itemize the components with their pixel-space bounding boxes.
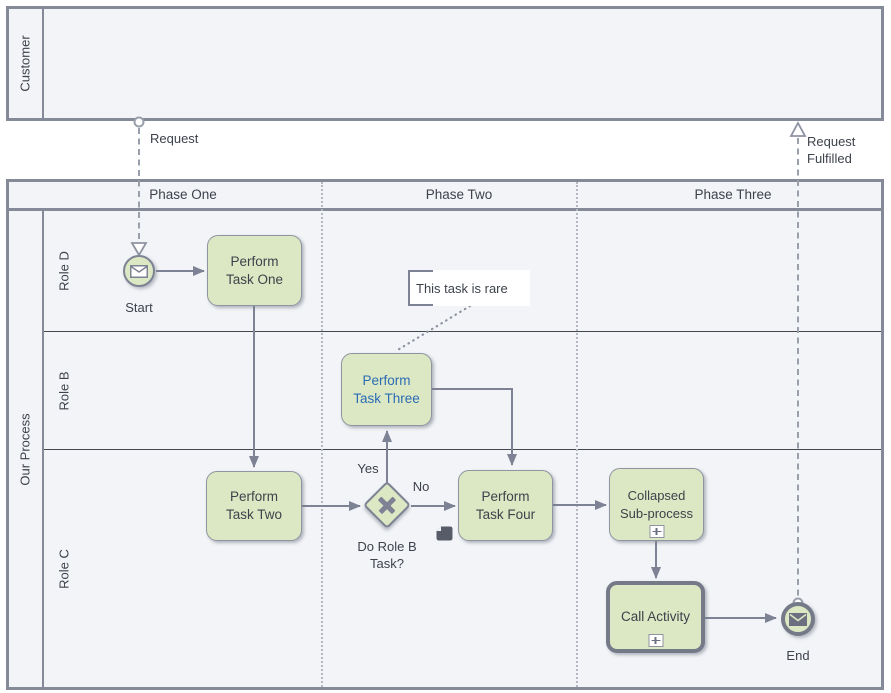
message-flow-request-fulfilled-label: Request Fulfilled bbox=[807, 134, 856, 166]
lane-role-c-label: Role C bbox=[56, 548, 72, 589]
task-perform-task-three-label: Perform Task Three bbox=[353, 372, 420, 406]
task-collapsed-subprocess-label: Collapsed Sub-process bbox=[620, 488, 693, 521]
pool-customer-body[interactable] bbox=[44, 9, 881, 118]
request-fulfilled-open-arrowhead bbox=[789, 121, 807, 137]
phase-divider-two-three bbox=[576, 182, 578, 687]
gateway-yes-branch-label: Yes bbox=[357, 461, 379, 476]
task-perform-task-three[interactable]: Perform Task Three bbox=[341, 353, 432, 426]
phase-divider-one-two bbox=[321, 182, 323, 687]
task-perform-task-one-label: Perform Task One bbox=[225, 253, 284, 287]
task-perform-task-four-label: Perform Task Four bbox=[475, 488, 536, 522]
task-perform-task-one[interactable]: Perform Task One bbox=[207, 235, 302, 306]
lane-role-d-label: Role D bbox=[56, 251, 72, 291]
task-perform-task-two-label: Perform Task Two bbox=[225, 489, 283, 522]
envelope-filled-icon bbox=[789, 612, 807, 626]
pool-customer-label: Customer bbox=[18, 35, 34, 92]
text-annotation-label: This task is rare bbox=[416, 280, 508, 296]
document-icon[interactable] bbox=[436, 526, 453, 541]
task-collapsed-subprocess[interactable]: Collapsed Sub-process bbox=[609, 468, 704, 541]
pool-our-process-title-column[interactable]: Our Process bbox=[9, 211, 44, 687]
end-event-label: End bbox=[786, 648, 810, 663]
start-event-message[interactable] bbox=[123, 255, 155, 287]
message-flow-request-label: Request bbox=[150, 131, 199, 146]
task-perform-task-two[interactable]: Perform Task Two bbox=[206, 471, 302, 541]
start-event-label: Start bbox=[125, 300, 153, 315]
lane-role-b[interactable]: Role B bbox=[44, 332, 881, 450]
subprocess-expand-icon[interactable] bbox=[649, 525, 664, 538]
phase-three-header[interactable]: Phase Three bbox=[694, 187, 772, 202]
gateway-no-branch-label: No bbox=[412, 479, 430, 494]
phase-one-header[interactable]: Phase One bbox=[149, 187, 217, 202]
phase-two-header[interactable]: Phase Two bbox=[425, 187, 493, 202]
call-activity-expand-icon[interactable] bbox=[648, 634, 663, 647]
pool-our-process-label: Our Process bbox=[18, 412, 33, 486]
pool-customer[interactable]: Customer bbox=[6, 6, 884, 121]
pool-customer-title-column[interactable]: Customer bbox=[9, 9, 44, 118]
end-event-message[interactable] bbox=[781, 602, 815, 636]
gateway-question-label: Do Role B Task? bbox=[357, 539, 417, 571]
phase-header-row: Phase One Phase Two Phase Three bbox=[9, 182, 881, 211]
text-annotation[interactable]: This task is rare bbox=[408, 270, 530, 306]
envelope-icon bbox=[130, 264, 148, 278]
lane-role-b-label: Role B bbox=[56, 370, 72, 411]
task-call-activity-label: Call Activity bbox=[620, 609, 691, 625]
task-call-activity[interactable]: Call Activity bbox=[606, 581, 705, 653]
task-perform-task-four[interactable]: Perform Task Four bbox=[458, 470, 553, 541]
